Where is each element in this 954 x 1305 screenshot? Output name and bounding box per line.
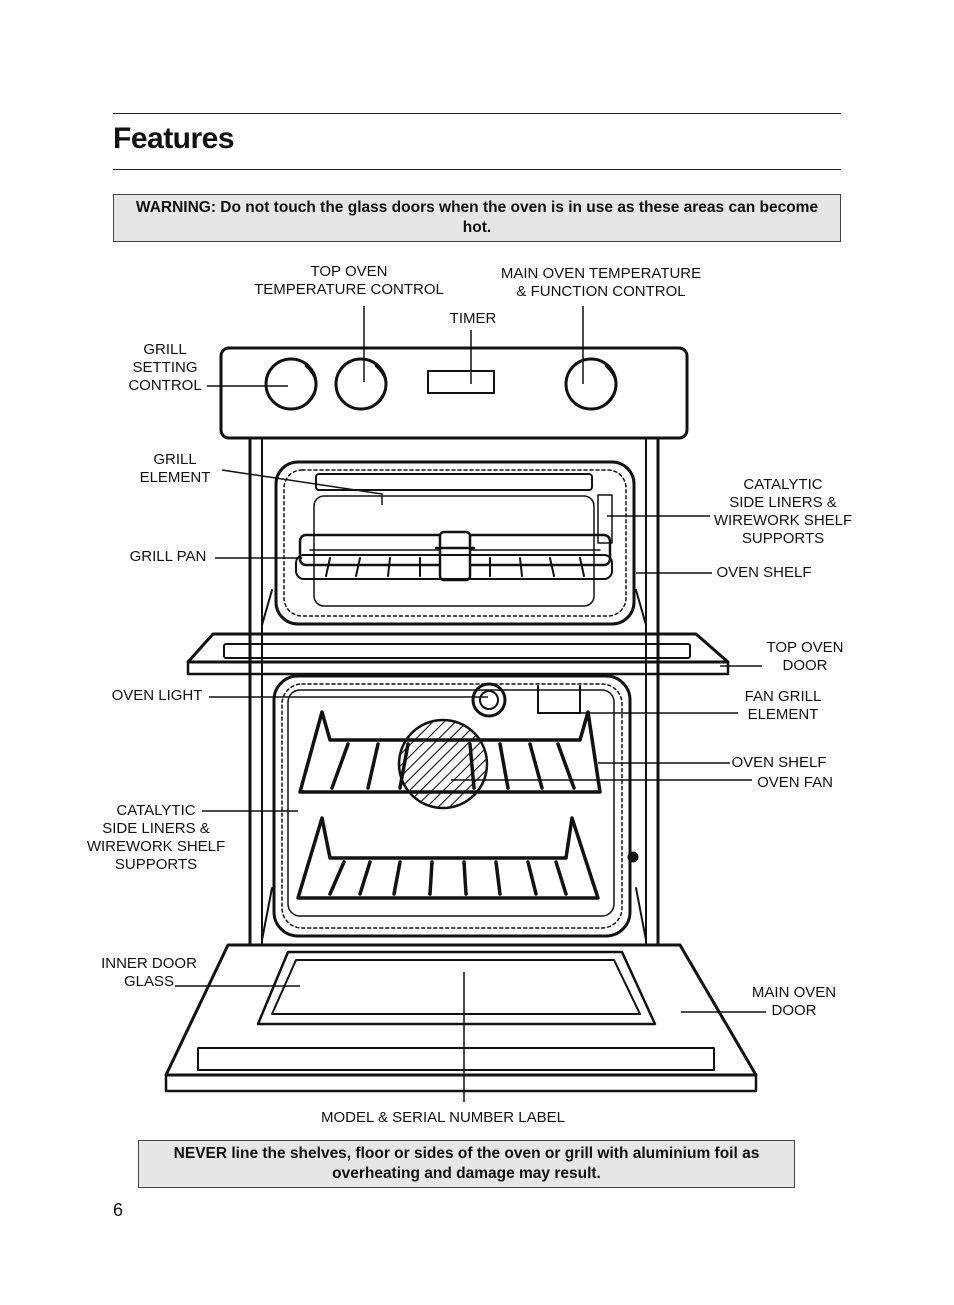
main-oven-cavity: [261, 674, 647, 941]
label-oven-fan: OVEN FAN: [757, 774, 833, 791]
top-oven-door: [186, 632, 730, 676]
label-fan-grill-element: FAN GRILL ELEMENT: [744, 688, 822, 723]
title-rule: [113, 169, 841, 170]
page-title: Features: [113, 122, 235, 155]
main-oven-knob-icon: [564, 357, 618, 411]
top-oven-shelf-icon: [295, 554, 613, 580]
label-top-oven-door: TOP OVEN DOOR: [766, 639, 844, 674]
top-oven-knob-icon: [334, 357, 388, 411]
label-catalytic-main: CATALYTIC SIDE LINERS & WIREWORK SHELF S…: [86, 802, 226, 873]
label-grill-setting-control: GRILL SETTING CONTROL: [128, 341, 202, 394]
label-model-serial-number: MODEL & SERIAL NUMBER LABEL: [321, 1109, 565, 1126]
notice-box: NEVER line the shelves, floor or sides o…: [138, 1140, 795, 1188]
label-oven-shelf-main: OVEN SHELF: [731, 754, 827, 771]
label-grill-element: GRILL ELEMENT: [139, 451, 211, 486]
label-grill-pan: GRILL PAN: [129, 548, 207, 565]
control-panel: [219, 346, 689, 440]
label-inner-door-glass: INNER DOOR GLASS: [101, 955, 197, 990]
leader-lines: [175, 306, 766, 1102]
oven-fan-icon: [397, 718, 489, 810]
label-top-oven-temperature-control: TOP OVEN TEMPERATURE CONTROL: [254, 263, 444, 298]
main-oven-door: [164, 943, 758, 1093]
label-oven-light: OVEN LIGHT: [111, 687, 203, 704]
label-catalytic-top: CATALYTIC SIDE LINERS & WIREWORK SHELF S…: [713, 476, 853, 547]
grill-setting-knob-icon: [264, 357, 318, 411]
main-oven-shelf-lower-icon: [296, 816, 600, 900]
label-main-oven-temperature-control: MAIN OVEN TEMPERATURE & FUNCTION CONTROL: [500, 265, 702, 300]
page-number: 6: [113, 1200, 124, 1220]
timer-display: [427, 370, 495, 394]
label-main-oven-door: MAIN OVEN DOOR: [751, 984, 837, 1019]
top-oven-cavity: [261, 460, 647, 626]
oven-light-icon: [471, 682, 507, 718]
label-timer: TIMER: [449, 310, 497, 327]
label-oven-shelf-top: OVEN SHELF: [716, 564, 812, 581]
warning-box: WARNING: Do not touch the glass doors wh…: [113, 194, 841, 242]
top-rule: [113, 113, 841, 114]
